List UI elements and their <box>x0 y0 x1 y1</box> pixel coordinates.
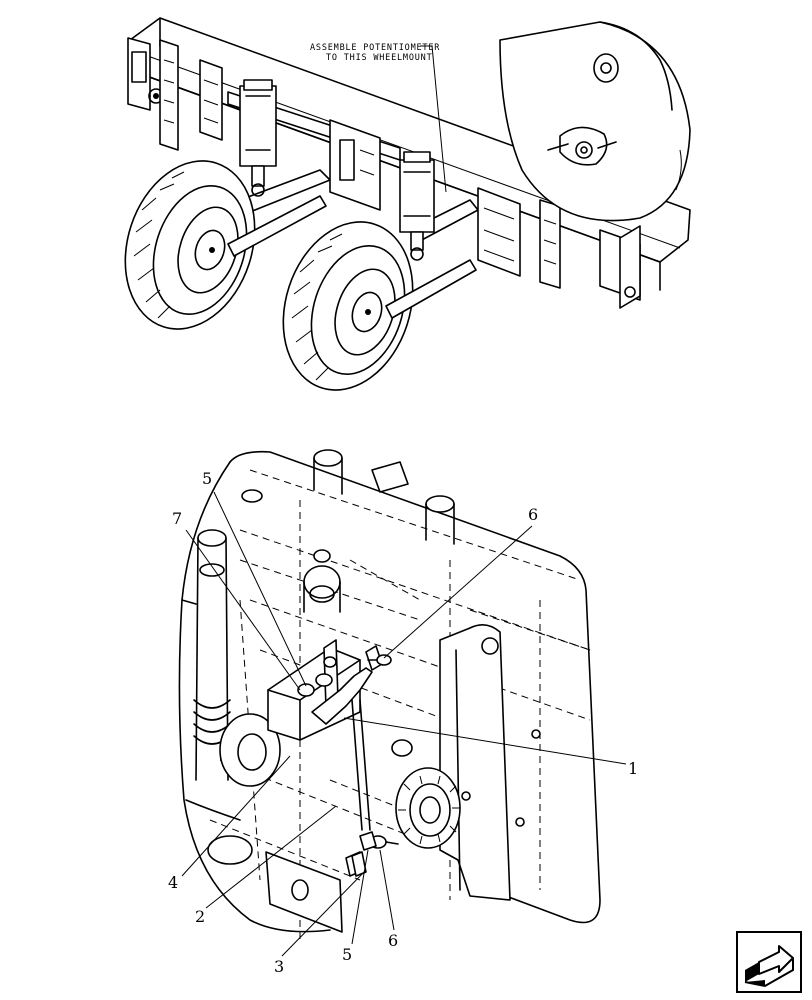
callout-3: 3 <box>274 957 284 976</box>
callout-5-top: 5 <box>202 469 212 488</box>
sprocket <box>391 739 461 849</box>
toolbar-tubes <box>241 449 455 545</box>
bracket-bolt <box>297 656 337 697</box>
beam-clamp-bracket <box>329 119 381 211</box>
potentiometer-annotation: ASSEMBLE POTENTIOMETER TO THIS WHEELMOUN… <box>310 43 447 193</box>
roller-bushing <box>303 549 341 613</box>
beam-clamp-bracket <box>199 59 223 141</box>
lower-lug <box>265 851 367 933</box>
callout-7: 7 <box>172 509 182 528</box>
seed-meter-housing <box>499 21 691 222</box>
planter-wheel-assembly: ASSEMBLE POTENTIOMETER TO THIS WHEELMOUN… <box>124 17 691 391</box>
gauge-wheel <box>282 221 414 391</box>
beam-end-bracket <box>127 37 179 151</box>
pivot-boss <box>207 713 281 865</box>
annotation-text-line1: ASSEMBLE POTENTIOMETER <box>310 43 440 53</box>
hydraulic-cylinder <box>239 79 277 197</box>
callout-6-bottom: 6 <box>388 931 398 950</box>
beam-clamp-bracket <box>477 187 561 289</box>
beam-end-mount <box>599 225 641 309</box>
drive-plate <box>439 624 541 901</box>
hydraulic-cylinder <box>399 151 435 261</box>
callout-2: 2 <box>195 907 205 926</box>
callout-6-top: 6 <box>528 505 538 524</box>
return-arrow-icon[interactable] <box>735 930 803 994</box>
wheelmount-plate <box>178 450 601 933</box>
callout-4: 4 <box>168 873 178 892</box>
wheelmount-detail-view: 5 7 6 1 4 2 3 5 6 <box>168 449 638 976</box>
gauge-wheel <box>124 160 256 330</box>
callout-1: 1 <box>628 759 638 778</box>
vertical-cylinder <box>193 529 231 781</box>
potentiometer-arm <box>311 645 383 831</box>
annotation-text-line2: TO THIS WHEELMOUNT <box>326 53 433 63</box>
callout-leaders <box>181 491 627 957</box>
wheel-arm <box>227 195 477 319</box>
callout-5-bottom: 5 <box>342 945 352 964</box>
